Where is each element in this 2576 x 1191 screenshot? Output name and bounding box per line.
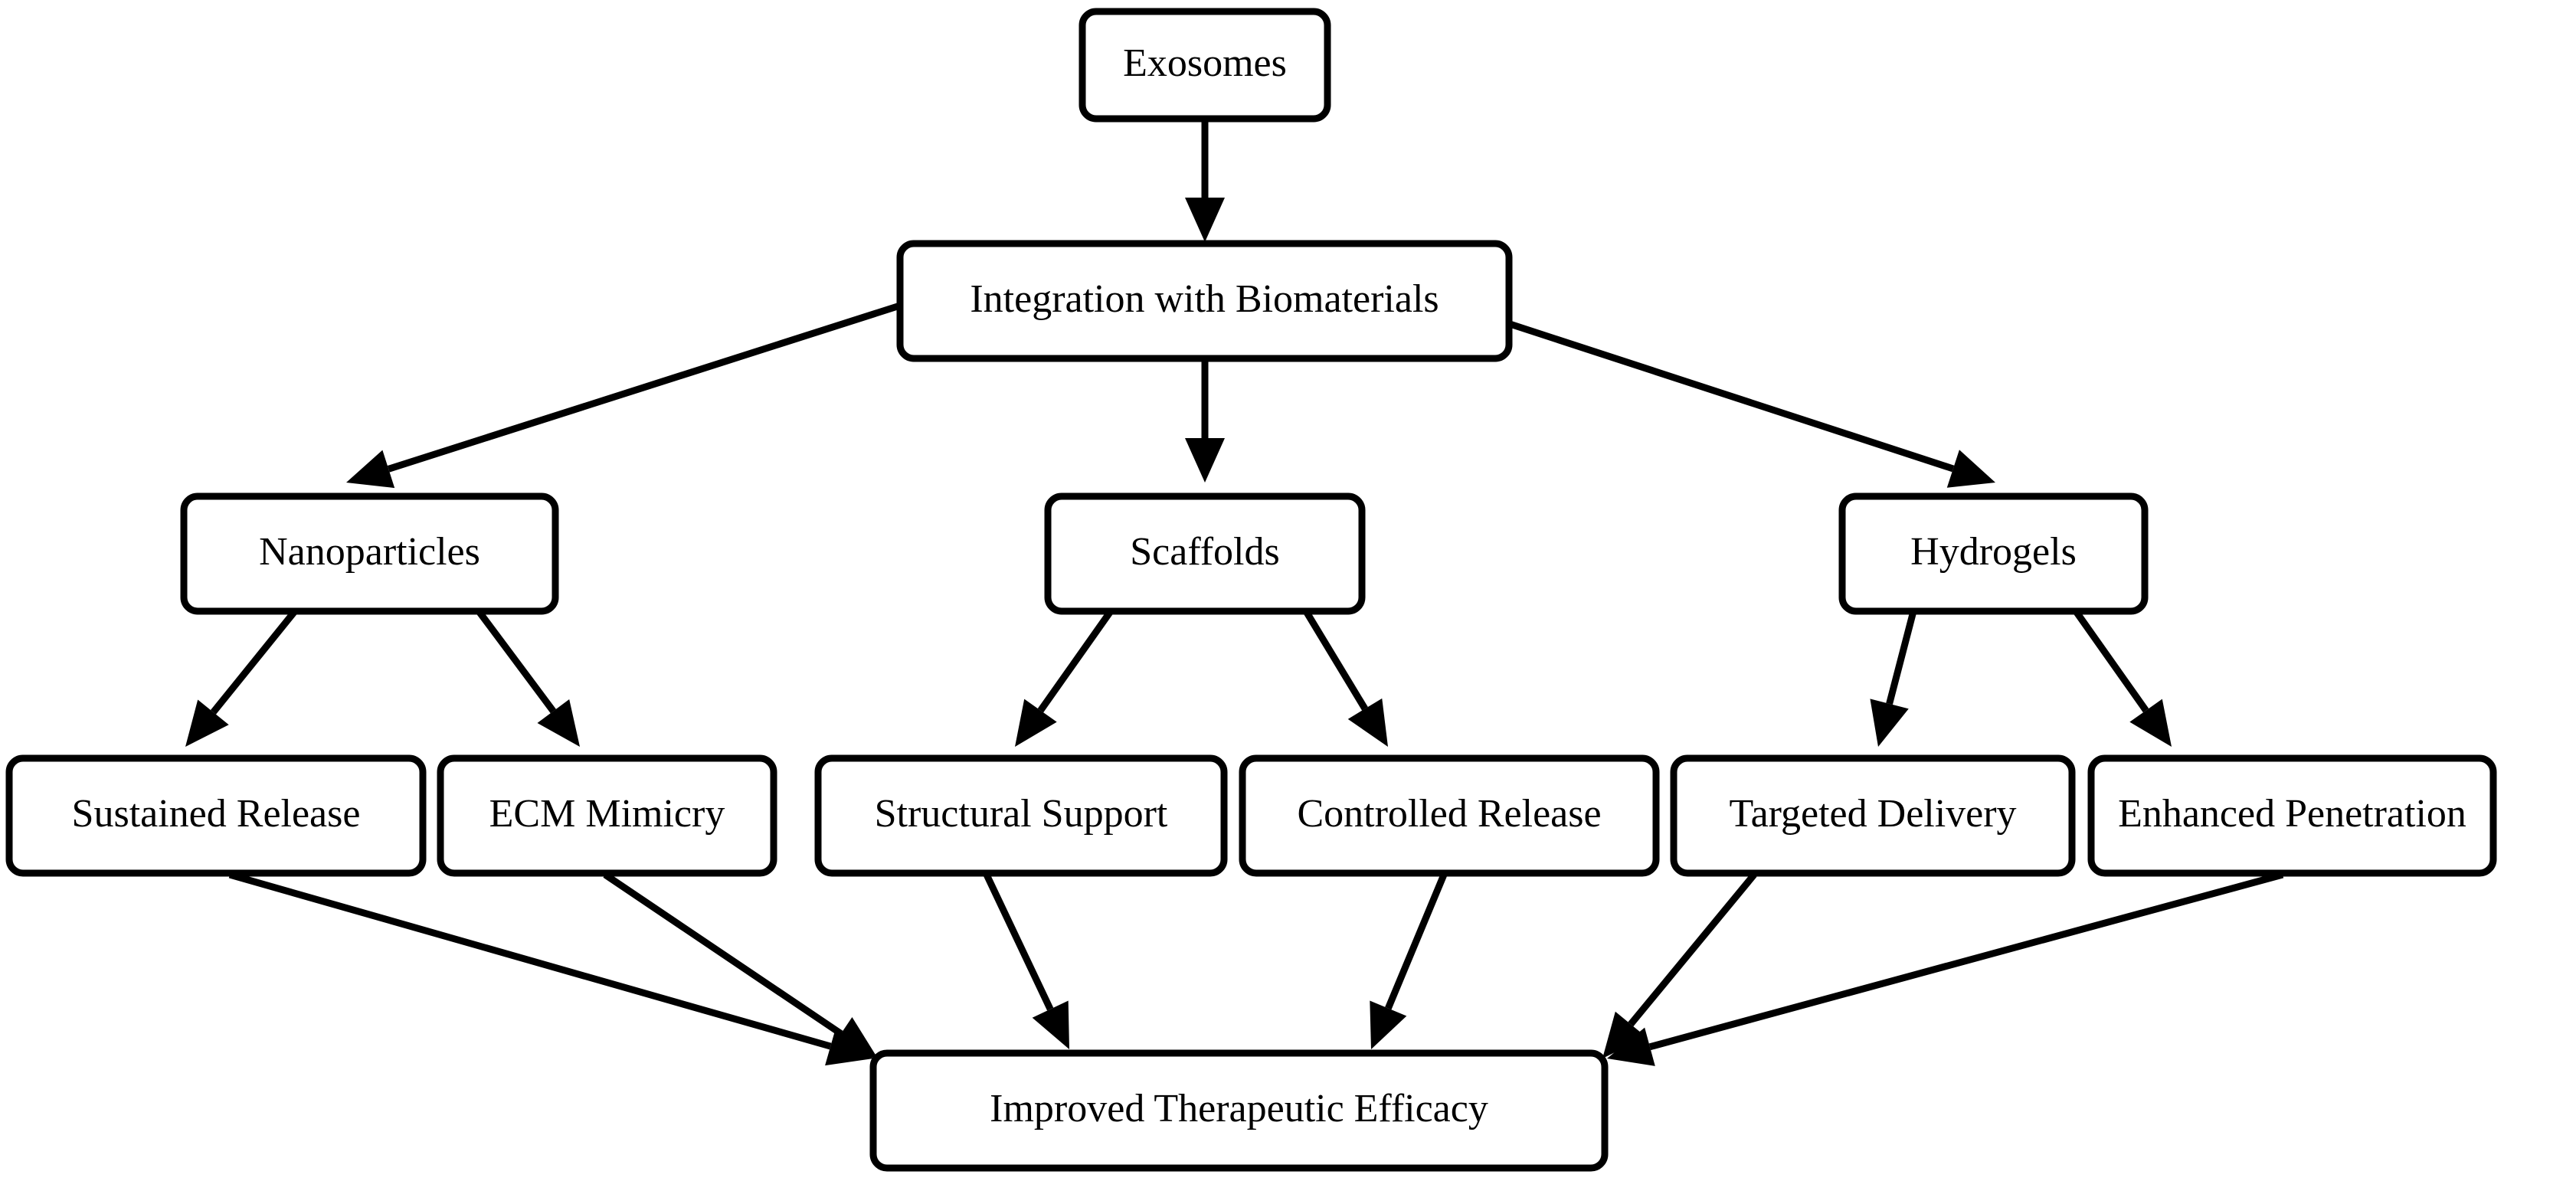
edge-line — [1886, 610, 1917, 705]
node-label: Targeted Delivery — [1729, 792, 2016, 836]
node-box[interactable] — [180, 492, 559, 615]
edge-line — [1303, 609, 1368, 711]
node-label: Sustained Release — [72, 792, 361, 836]
edge-sustained-release-to-improved-efficacy — [228, 871, 873, 1066]
edge-line — [603, 872, 843, 1037]
arrow-head-icon — [830, 1017, 878, 1058]
edge-line — [983, 873, 1054, 1011]
node-box[interactable] — [1838, 492, 2149, 615]
edge-hydrogels-to-enhanced-penetration — [2073, 609, 2172, 747]
node-label: Improved Therapeutic Efficacy — [990, 1087, 1488, 1130]
edge-scaffolds-to-structural-support — [1015, 609, 1114, 747]
edge-integration-to-hydrogels — [1501, 318, 1995, 488]
arrow-head-icon — [1015, 699, 1057, 747]
arrow-head-icon — [185, 699, 229, 747]
edge-line — [2073, 609, 2149, 713]
arrow-head-icon — [1347, 698, 1388, 747]
node-label: Structural Support — [875, 792, 1168, 836]
node-label: Exosomes — [1123, 41, 1287, 85]
arrow-head-icon — [1607, 1027, 1655, 1066]
node-box[interactable] — [5, 754, 427, 877]
edge-scaffolds-to-controlled-release — [1303, 609, 1388, 747]
node-box[interactable] — [1044, 492, 1366, 615]
edge-line — [1385, 873, 1448, 1010]
node-label: Nanoparticles — [259, 530, 480, 574]
edge-enhanced-penetration-to-improved-efficacy — [1607, 871, 2284, 1066]
edge-line — [1501, 318, 1955, 473]
node-label: Scaffolds — [1130, 530, 1279, 574]
node-box[interactable] — [1239, 754, 1660, 877]
edge-line — [387, 301, 904, 473]
edge-nanoparticles-to-ecm-mimicry — [476, 609, 580, 747]
arrow-head-icon — [1370, 1000, 1407, 1049]
arrow-head-icon — [1032, 1000, 1069, 1049]
node-box[interactable] — [1670, 754, 2076, 877]
node-box[interactable] — [1079, 8, 1331, 123]
edge-exosomes-to-integration — [1185, 119, 1225, 242]
edge-integration-to-scaffolds — [1185, 358, 1225, 483]
node-controlled-release[interactable]: Controlled Release — [1239, 754, 1660, 877]
arrow-head-icon — [1185, 198, 1225, 242]
node-scaffolds[interactable]: Scaffolds — [1044, 492, 1366, 615]
edge-line — [228, 871, 832, 1050]
edge-integration-to-nanoparticles — [346, 301, 904, 489]
node-sustained-release[interactable]: Sustained Release — [5, 754, 427, 877]
node-label: Hydrogels — [1910, 530, 2077, 574]
node-exosomes[interactable]: Exosomes — [1079, 8, 1331, 123]
node-improved-efficacy[interactable]: Improved Therapeutic Efficacy — [869, 1049, 1609, 1172]
edge-structural-support-to-improved-efficacy — [983, 873, 1069, 1049]
node-box[interactable] — [2087, 754, 2497, 877]
node-box[interactable] — [869, 1049, 1609, 1172]
arrow-head-icon — [537, 699, 580, 747]
arrow-head-icon — [1870, 699, 1909, 747]
arrow-head-icon — [1602, 1011, 1646, 1058]
node-box[interactable] — [814, 754, 1228, 877]
edge-line — [1648, 871, 2284, 1051]
node-targeted-delivery[interactable]: Targeted Delivery — [1670, 754, 2076, 877]
edge-nanoparticles-to-sustained-release — [185, 609, 298, 747]
node-box[interactable] — [437, 754, 777, 877]
node-box[interactable] — [896, 240, 1513, 362]
arrow-head-icon — [1185, 438, 1225, 483]
edge-line — [1628, 872, 1757, 1027]
edge-line — [210, 609, 298, 715]
edge-ecm-mimicry-to-improved-efficacy — [603, 872, 878, 1058]
node-label: Enhanced Penetration — [2118, 792, 2466, 836]
node-structural-support[interactable]: Structural Support — [814, 754, 1228, 877]
node-label: Controlled Release — [1297, 792, 1601, 836]
node-hydrogels[interactable]: Hydrogels — [1838, 492, 2149, 615]
edge-line — [1037, 609, 1114, 713]
edge-targeted-delivery-to-improved-efficacy — [1602, 872, 1757, 1058]
node-label: Integration with Biomaterials — [970, 277, 1439, 321]
edge-controlled-release-to-improved-efficacy — [1370, 873, 1448, 1049]
node-enhanced-penetration[interactable]: Enhanced Penetration — [2087, 754, 2497, 877]
node-label: ECM Mimicry — [489, 792, 725, 836]
node-nanoparticles[interactable]: Nanoparticles — [180, 492, 559, 615]
edge-hydrogels-to-targeted-delivery — [1870, 610, 1917, 747]
edges-layer — [185, 119, 2284, 1066]
node-integration[interactable]: Integration with Biomaterials — [896, 240, 1513, 362]
arrow-head-icon — [346, 450, 395, 489]
arrow-head-icon — [1946, 450, 1995, 488]
edge-line — [476, 609, 556, 714]
arrow-head-icon — [2129, 699, 2172, 747]
node-ecm-mimicry[interactable]: ECM Mimicry — [437, 754, 777, 877]
